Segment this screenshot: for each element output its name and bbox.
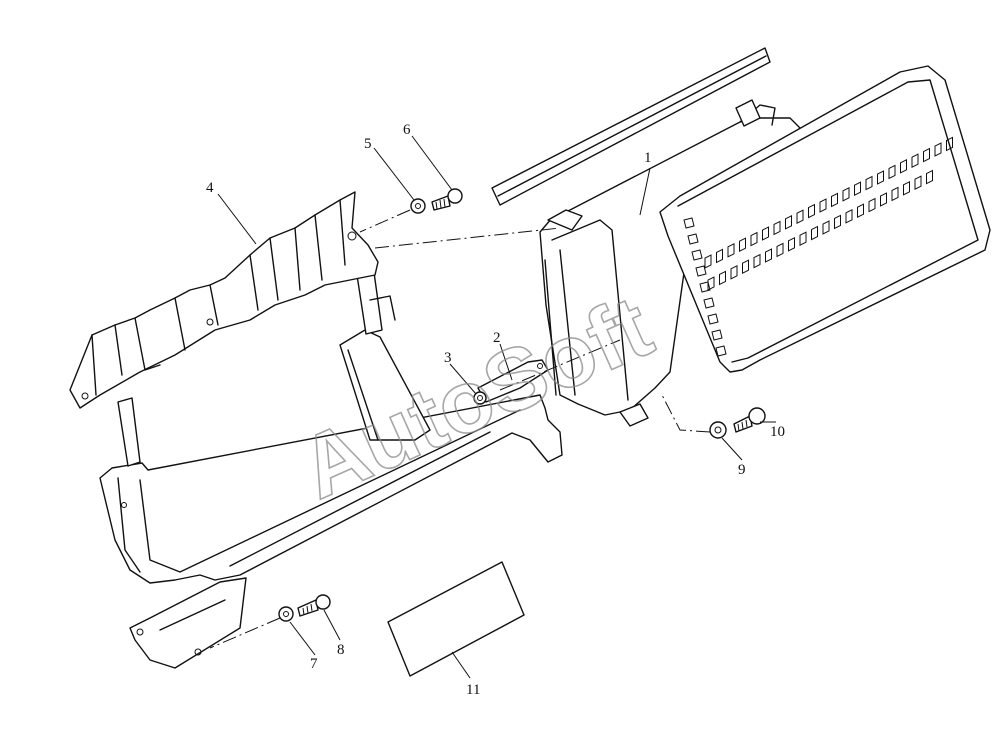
panel-side-tab [687, 233, 699, 245]
panel-slot [845, 208, 853, 224]
panel-side-tab [695, 265, 707, 277]
panel-slot [868, 197, 876, 213]
panel-slot [799, 231, 807, 247]
part-8-screw [297, 594, 331, 617]
panel-slot [946, 136, 953, 152]
panel-slot [785, 214, 792, 230]
part-11-card [387, 561, 525, 677]
leader-lines [217, 135, 776, 679]
panel-slot [877, 170, 884, 185]
mounting-frame [99, 257, 563, 669]
part-9-washer [709, 421, 727, 439]
panel-side-tab [691, 249, 703, 261]
panel-slot [819, 198, 827, 213]
part-10-screw [733, 407, 766, 433]
panel-side-tab [711, 329, 723, 341]
panel-slot [854, 181, 861, 197]
panel-slot [753, 253, 761, 269]
panel-slot [765, 248, 772, 263]
panel-slot [762, 226, 769, 241]
part-7-washer [278, 606, 294, 622]
panel-slot [716, 248, 723, 264]
callout-9: 9 [738, 462, 746, 478]
front-panel-side-tabs [683, 217, 727, 357]
panel-slot [742, 259, 749, 275]
panel-slot [911, 153, 919, 169]
panel-slot [903, 180, 910, 196]
panel-slot [926, 169, 933, 185]
panel-side-tab [703, 297, 715, 309]
callout-6: 6 [403, 122, 411, 138]
panel-side-tab [699, 281, 711, 293]
callout-3: 3 [444, 350, 452, 366]
callout-5: 5 [364, 136, 372, 152]
panel-slot [888, 164, 896, 180]
callout-7: 7 [310, 656, 318, 672]
panel-slot [831, 192, 838, 208]
callout-labels: 1 2 3 4 5 6 7 8 9 10 11 [206, 122, 785, 698]
panel-slot [719, 270, 726, 286]
panel-slot [788, 236, 795, 252]
panel-slot [796, 209, 804, 225]
panel-slot [750, 231, 758, 247]
panel-slot [811, 225, 818, 241]
panel-slot [900, 158, 907, 174]
panel-slot [914, 175, 922, 191]
panel-slot [834, 214, 841, 230]
panel-side-tab [707, 313, 719, 325]
panel-slot [727, 242, 735, 258]
part-4-shield-cover [69, 191, 379, 409]
part-3-nut [473, 391, 487, 405]
panel-slot [857, 203, 864, 219]
callout-2: 2 [493, 330, 501, 346]
panel-slot [730, 264, 738, 280]
panel-side-tab [715, 345, 727, 357]
front-panel-slots [704, 136, 953, 291]
panel-slot [891, 186, 899, 202]
panel-slot [776, 242, 784, 258]
panel-slot [923, 147, 930, 163]
part-1-instrument-housing [491, 47, 801, 427]
panel-slot [808, 203, 815, 219]
assembly-center-lines [209, 209, 711, 649]
panel-side-tab [683, 217, 695, 229]
callout-4: 4 [206, 180, 214, 196]
callout-10: 10 [770, 424, 785, 440]
panel-slot [822, 220, 830, 235]
panel-slot [842, 186, 850, 202]
part-6-screw [431, 188, 463, 211]
panel-slot [865, 175, 873, 191]
callout-1: 1 [644, 150, 652, 166]
callout-11: 11 [466, 682, 480, 698]
panel-slot [880, 192, 887, 207]
panel-slot [934, 142, 942, 157]
panel-slot [739, 237, 746, 253]
part-5-washer [410, 198, 426, 214]
part-1-front-panel [659, 65, 991, 373]
panel-slot [773, 220, 781, 236]
callout-8: 8 [337, 642, 345, 658]
panel-slot [704, 254, 712, 269]
